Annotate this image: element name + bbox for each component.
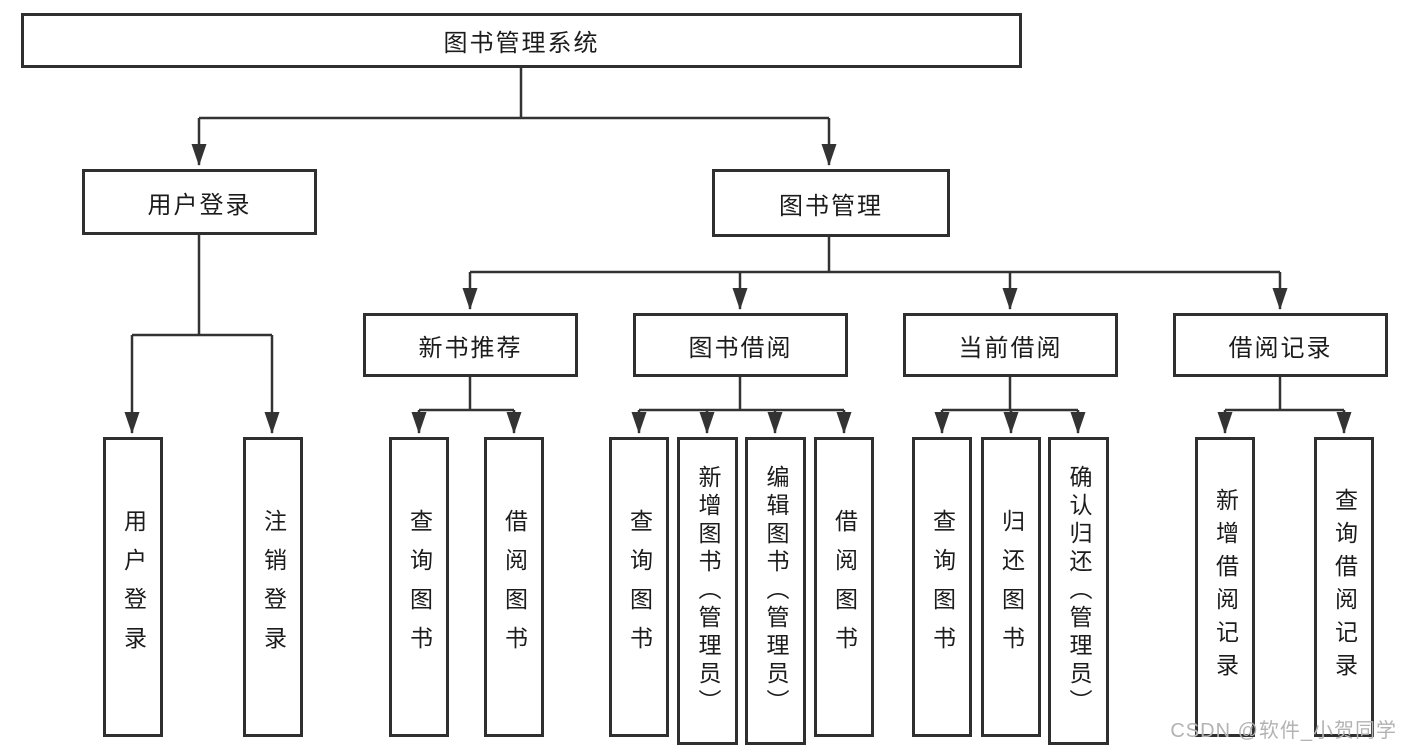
- node-root: 图书管理系统: [21, 13, 1022, 68]
- leaf-label: 归还图书: [998, 509, 1025, 665]
- leaf-label: 编辑图书（管理员）: [763, 465, 789, 717]
- leaf-bb-add-books-admin: 新增图书（管理员）: [677, 437, 738, 745]
- leaf-label: 确认归还（管理员）: [1066, 465, 1092, 717]
- leaf-br-add-record: 新增借阅记录: [1195, 437, 1255, 737]
- leaf-cb-query-books: 查询图书: [912, 437, 972, 737]
- leaf-label: 新增借阅记录: [1212, 488, 1239, 686]
- leaf-bb-query-books: 查询图书: [609, 437, 669, 737]
- leaf-nb-borrow-books: 借阅图书: [484, 437, 544, 737]
- node-new-book-recommend: 新书推荐: [363, 313, 578, 377]
- csdn-watermark: CSDN @软件_小贺同学: [1170, 720, 1397, 742]
- leaf-label: 查询图书: [929, 509, 956, 665]
- leaf-user-login: 用户登录: [103, 437, 163, 737]
- leaf-label: 查询图书: [626, 509, 653, 665]
- leaf-label: 查询图书: [406, 509, 433, 665]
- leaf-bb-borrow-books: 借阅图书: [814, 437, 874, 737]
- leaf-bb-edit-books-admin: 编辑图书（管理员）: [745, 437, 806, 745]
- leaf-label: 查询借阅记录: [1331, 488, 1358, 686]
- leaf-label: 借阅图书: [501, 509, 528, 665]
- leaf-label: 注销登录: [260, 509, 287, 665]
- node-book-borrow: 图书借阅: [633, 313, 848, 377]
- leaf-label: 借阅图书: [831, 509, 858, 665]
- node-borrow-records: 借阅记录: [1173, 313, 1388, 377]
- leaf-label: 用户登录: [120, 509, 147, 665]
- leaf-nb-query-books: 查询图书: [389, 437, 449, 737]
- node-book-management: 图书管理: [712, 169, 950, 237]
- leaf-label: 新增图书（管理员）: [695, 465, 721, 717]
- node-user-login: 用户登录: [82, 169, 317, 235]
- node-current-borrow: 当前借阅: [903, 313, 1118, 377]
- leaf-br-query-record: 查询借阅记录: [1314, 437, 1374, 737]
- leaf-cb-confirm-return-admin: 确认归还（管理员）: [1048, 437, 1109, 745]
- leaf-logout: 注销登录: [243, 437, 303, 737]
- leaf-cb-return-books: 归还图书: [981, 437, 1041, 737]
